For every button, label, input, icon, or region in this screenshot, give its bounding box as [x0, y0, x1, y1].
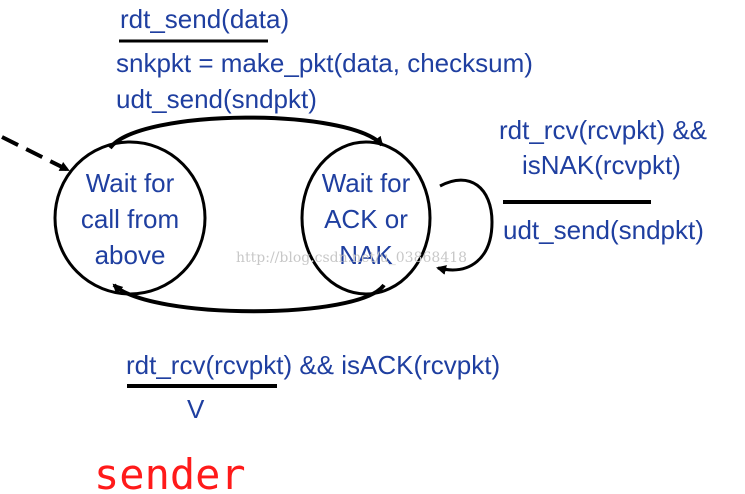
send-transition-arrow	[108, 115, 384, 150]
nak-self-loop-arrow	[436, 178, 494, 275]
ack-action-label: Λ	[187, 394, 205, 424]
initial-arrow	[1, 135, 70, 172]
state-circle-wait-ack	[300, 140, 432, 296]
send-action1-label: snkpkt = make_pkt(data, checksum)	[116, 48, 533, 78]
nak-event2-label: isNAK(rcvpkt)	[522, 150, 681, 180]
ack-transition-arrow	[112, 283, 386, 314]
send-event-label: rdt_send(data)	[120, 4, 290, 34]
watermark: http://blog.csdn.net/u_03868418	[236, 250, 468, 266]
nak-event1-label: rdt_rcv(rcvpkt) &&	[499, 115, 708, 145]
state-wait-ack-line2: ACK or	[324, 204, 408, 234]
send-action2-label: udt_send(sndpkt)	[116, 84, 317, 114]
state-wait-ack-line1: Wait for	[321, 168, 411, 198]
nak-action-label: udt_send(sndpkt)	[503, 215, 704, 245]
state-label-wait-ack: Wait for ACK or NAK	[306, 165, 426, 273]
state-wait-call-line2: call from	[80, 204, 180, 234]
ack-event-label: rdt_rcv(rcvpkt) && isACK(rcvpkt)	[126, 350, 501, 380]
state-wait-ack-line3: NAK	[339, 240, 393, 270]
state-label-wait-call: Wait for call from above	[60, 165, 200, 273]
state-wait-call-line3: above	[94, 240, 166, 270]
sender-title: sender	[94, 450, 246, 494]
state-wait-call-line1: Wait for	[85, 168, 175, 198]
